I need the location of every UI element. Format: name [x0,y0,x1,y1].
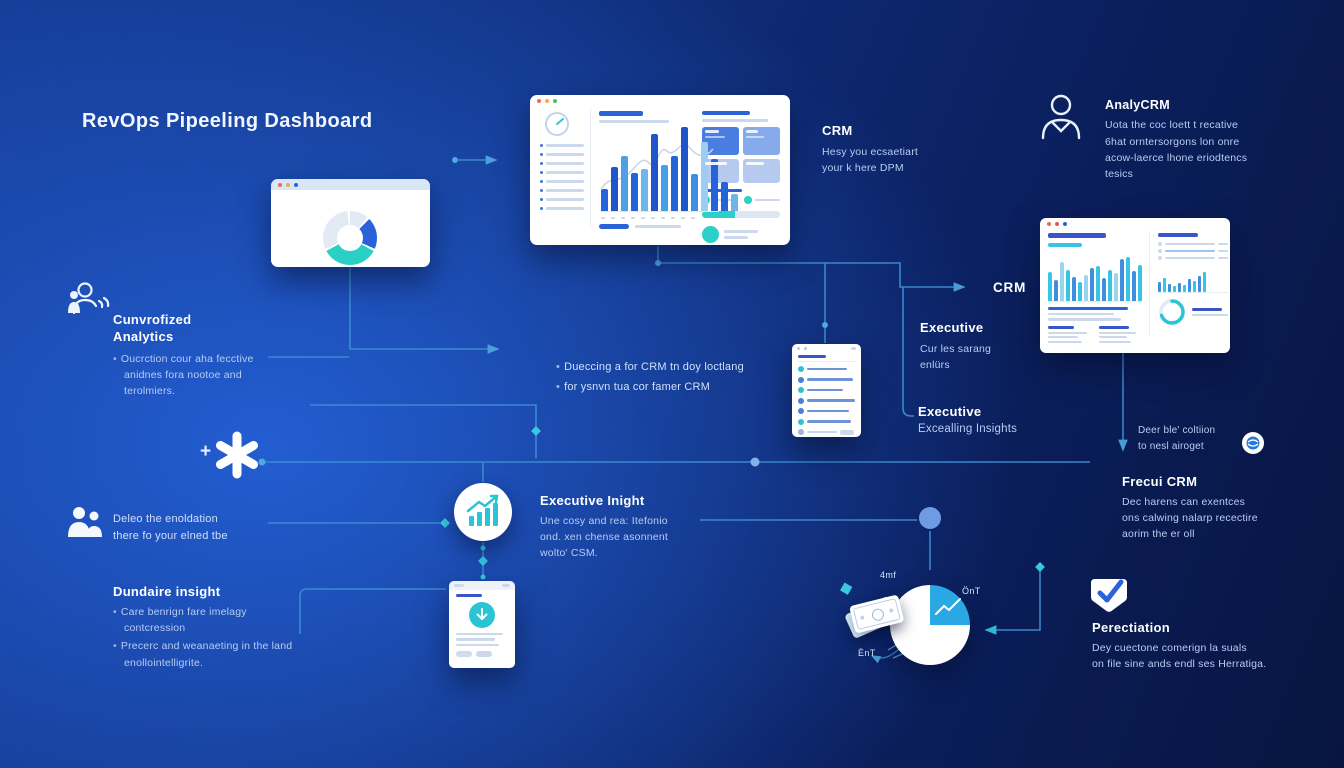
bar-chart [601,127,738,212]
mid-bullet-list: Dueccing a for CRM tn doy loctlang for y… [556,359,796,396]
shield-check-icon [1091,579,1127,612]
gauge-icon [545,112,569,136]
asterisk-icon [216,431,258,479]
revenue-pie-chart [890,585,970,665]
plus-icon: + [200,441,212,462]
pie-label-right: ÖnT [962,586,981,596]
executive-mid-block: Executive Excealling Insights [918,404,1018,435]
window-right-panel [702,109,780,243]
mobile-list-window [792,344,861,437]
traffic-dot-blue [1063,221,1067,226]
cunvrofized-block: Cunvrofized Analytics Oucrction cour aha… [113,312,288,400]
traffic-dot-red [1047,221,1051,226]
dundaire-block: Dundaire insight Care benrign fare imela… [113,584,298,671]
progress-bar [702,211,780,218]
download-window [449,581,515,668]
traffic-dot-orange [286,182,290,187]
traffic-dot-orange [1055,221,1059,226]
flow-node-circle [919,507,941,529]
block-heading: AnalyCRM [1105,98,1170,112]
traffic-dot-green [553,99,557,103]
traffic-dot-red [537,99,541,103]
crm-top-block: CRM Hesy you ecsaetiart your k here DPM [822,123,982,176]
frecui-block: Frecui CRM Dec harens can exentces ons c… [1122,474,1258,541]
donut-browser-window [271,179,430,267]
right-dashboard-window [1040,218,1230,353]
main-dashboard-window [530,95,790,245]
traffic-dot-blue [294,182,298,187]
people-icon [68,507,102,537]
donut-chart [323,211,377,265]
sidebar-menu-items [540,144,584,210]
window-sidebar [540,109,591,227]
download-arrow-icon [469,601,495,628]
window-titlebar [271,179,430,190]
perectiation-block: Perectiation Dey cuectone comerign la su… [1092,620,1267,671]
mini-bar-chart [1158,264,1228,293]
pie-label-bottom-left: ÈnT [858,648,876,658]
pie-wedge-line-glyph [935,598,961,615]
chart-growth-icon [454,483,512,541]
person-outline-icon [1041,94,1081,140]
main-chart-panel [599,109,738,229]
stat-card [743,159,780,183]
crm-mid-label: CRM [993,280,1027,295]
executive-top-block: Executive Cur les sarang enlürs [920,320,992,372]
window-titlebar [1040,218,1230,229]
pie-label-top: 4mf [880,570,897,580]
right-window-right-panel [1158,231,1228,335]
people-group-icon [68,282,110,315]
traffic-dot-orange [545,99,549,103]
deer-block: Deer ble' coltiion to nesl airoget [1138,425,1216,452]
stat-card [743,127,780,155]
exec-inight-block: Executive Inight Une cosy and rea: Itefo… [540,493,668,560]
gauge-ring-icon [1159,299,1185,325]
window-titlebar [530,95,790,107]
stat-card [702,159,739,183]
traffic-dot-red [278,182,282,187]
globe-icon [1242,432,1264,454]
stat-card [702,127,739,155]
block-heading: CRM [822,123,853,138]
teal-bar-chart [1048,251,1142,302]
page-title: RevOps Pipeeling Dashboard [82,110,373,132]
avatar [702,226,719,243]
deleo-block: Deleo the enoldation there fo your elned… [113,513,228,543]
analycrm-block: AnalyCRM Uota the coc loett t recative 6… [1105,97,1285,182]
right-window-left-panel [1048,231,1150,343]
